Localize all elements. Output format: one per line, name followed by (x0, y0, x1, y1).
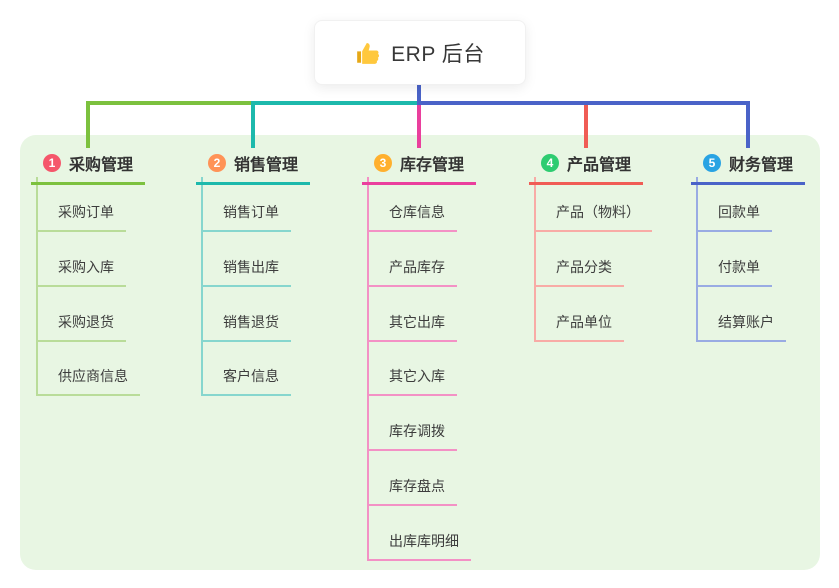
branch-5-drop-line (746, 101, 750, 148)
branch-number-badge: 4 (541, 154, 559, 172)
child-node[interactable]: 采购订单 (36, 202, 126, 232)
child-node[interactable]: 产品库存 (367, 257, 457, 287)
child-node[interactable]: 产品分类 (534, 257, 624, 287)
branch-5-header[interactable]: 5 财务管理 (691, 149, 805, 185)
bus-segment-teal (251, 101, 419, 105)
branch-label: 产品管理 (567, 157, 632, 174)
branch-number-badge: 3 (374, 154, 392, 172)
branch-4-child-spine (534, 177, 536, 342)
child-node[interactable]: 客户信息 (201, 366, 291, 397)
child-node[interactable]: 仓库信息 (367, 202, 457, 232)
root-label: ERP 后台 (391, 42, 485, 66)
child-node[interactable]: 付款单 (696, 257, 772, 287)
branch-1-drop-line (86, 101, 90, 148)
branch-2-drop-line (251, 101, 255, 148)
root-connector-line (417, 83, 421, 105)
branch-label: 财务管理 (729, 157, 794, 174)
child-node[interactable]: 采购入库 (36, 257, 126, 287)
child-node[interactable]: 回款单 (696, 202, 772, 232)
child-node[interactable]: 其它出库 (367, 312, 457, 342)
branch-5-child-spine (696, 177, 698, 342)
child-node[interactable]: 销售出库 (201, 257, 291, 287)
branch-2-header[interactable]: 2 销售管理 (196, 149, 310, 185)
child-node[interactable]: 库存调拨 (367, 421, 457, 452)
child-node[interactable]: 其它入库 (367, 366, 457, 397)
branch-3-drop-line (417, 101, 421, 148)
root-node[interactable]: ERP 后台 (314, 20, 526, 85)
branch-3-header[interactable]: 3 库存管理 (362, 149, 476, 185)
bus-segment-blue (417, 101, 750, 105)
child-node[interactable]: 销售退货 (201, 312, 291, 342)
child-node[interactable]: 销售订单 (201, 202, 291, 232)
branch-number-badge: 1 (43, 154, 61, 172)
bus-segment-green (86, 101, 253, 105)
child-node[interactable]: 产品单位 (534, 312, 624, 342)
branch-3-child-spine (367, 177, 369, 561)
child-node[interactable]: 采购退货 (36, 312, 126, 342)
branch-number-badge: 5 (703, 154, 721, 172)
child-node[interactable]: 产品（物料） (534, 202, 652, 232)
child-node[interactable]: 结算账户 (696, 312, 786, 342)
branch-4-header[interactable]: 4 产品管理 (529, 149, 643, 185)
branch-4-drop-line (584, 101, 588, 148)
branches-panel (20, 135, 820, 570)
thumbs-up-icon (355, 40, 381, 66)
branch-label: 库存管理 (400, 157, 465, 174)
child-node[interactable]: 供应商信息 (36, 366, 140, 397)
child-node[interactable]: 库存盘点 (367, 476, 457, 506)
child-node[interactable]: 出库库明细 (367, 531, 471, 561)
branch-number-badge: 2 (208, 154, 226, 172)
branch-label: 采购管理 (69, 157, 134, 174)
branch-label: 销售管理 (234, 157, 299, 174)
branch-1-header[interactable]: 1 采购管理 (31, 149, 145, 185)
